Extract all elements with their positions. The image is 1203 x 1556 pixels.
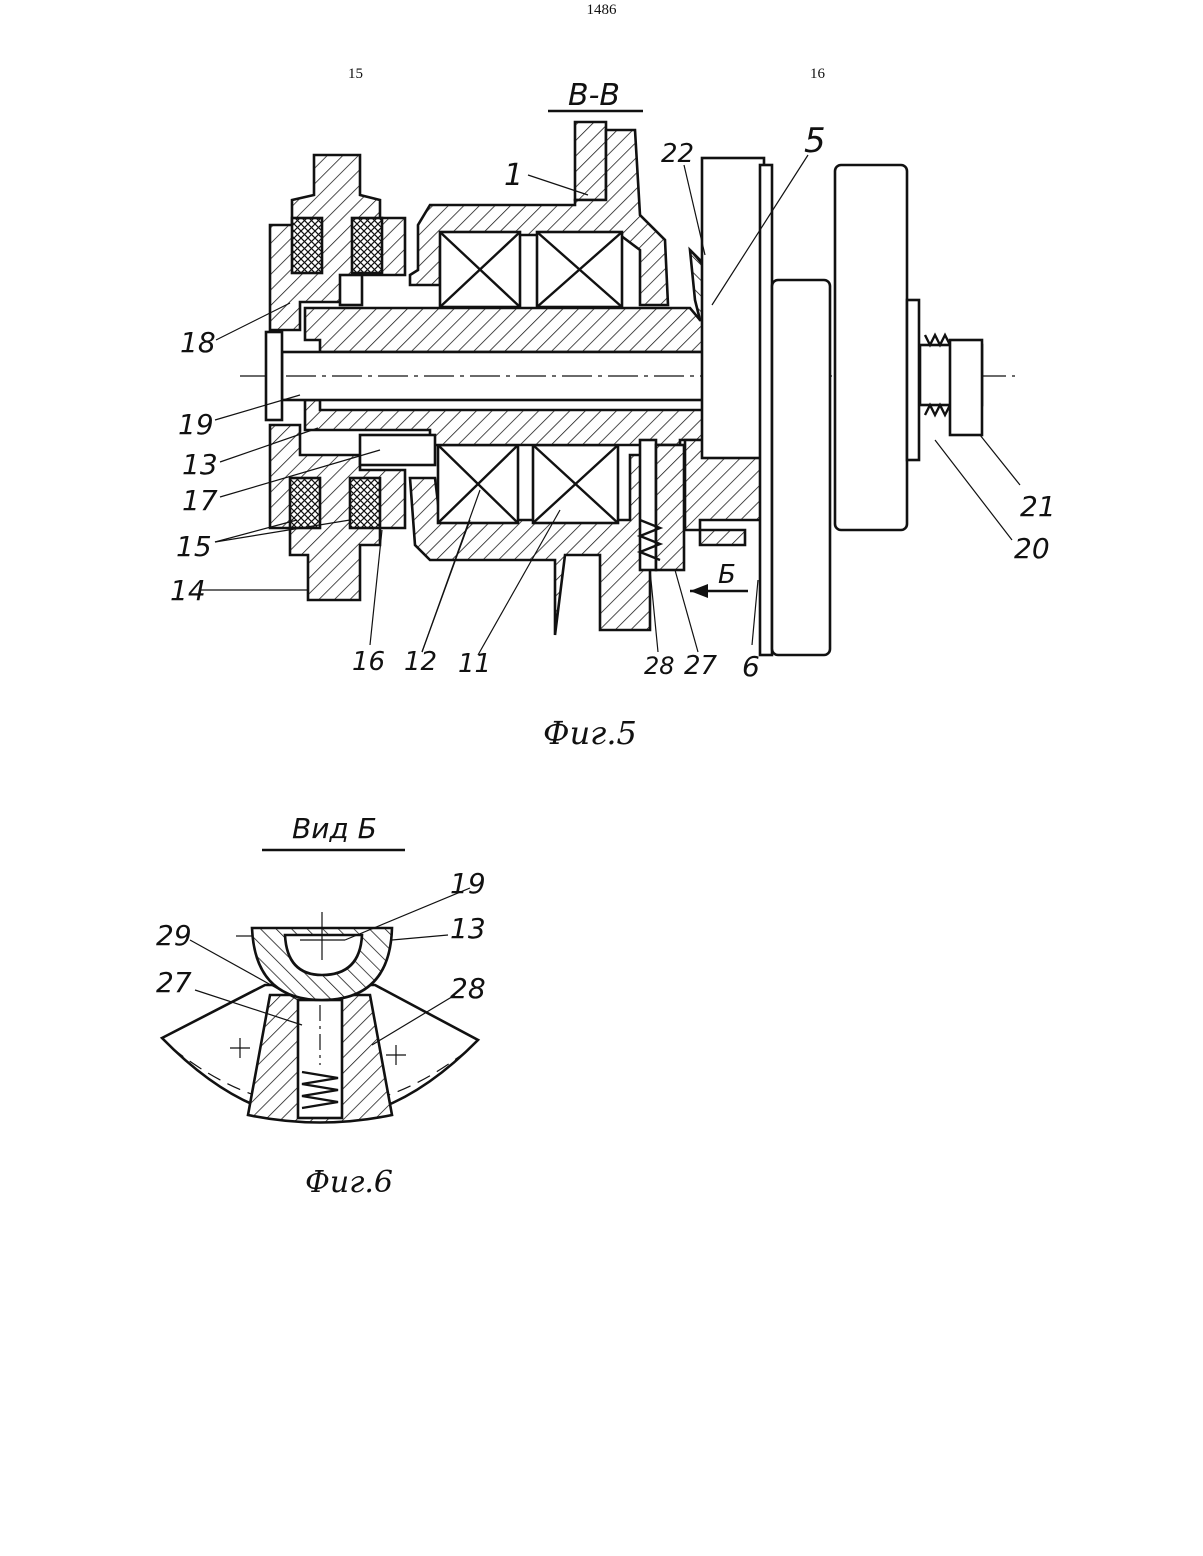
figure-5: В-В (170, 78, 1056, 752)
seal-bottom-right (350, 478, 380, 528)
spring-assembly (640, 440, 684, 570)
callout-1: 1 (504, 158, 523, 193)
callout-19: 19 (178, 408, 214, 441)
callout-27: 27 (684, 651, 718, 681)
callout-21: 21 (1020, 490, 1056, 523)
figure-6-caption: Фиг.6 (305, 1165, 393, 1200)
callout-17: 17 (182, 484, 218, 517)
view-label: Вид Б (292, 812, 377, 845)
figure-5-caption: Фиг.5 (543, 714, 637, 752)
callout-5: 5 (804, 121, 826, 161)
part-16 (340, 275, 362, 305)
callout-27: 27 (156, 966, 192, 999)
callout-18: 18 (180, 326, 216, 359)
callout-22: 22 (661, 139, 694, 169)
section-label: В-В (568, 78, 620, 113)
callout-13: 13 (450, 912, 486, 945)
callout-15: 15 (176, 530, 212, 563)
callout-12: 12 (404, 647, 437, 677)
callout-11: 11 (458, 649, 491, 679)
seal-top-right (352, 218, 382, 273)
callout-20: 20 (1014, 532, 1050, 565)
callout-14: 14 (170, 574, 206, 607)
seal-top-left (292, 218, 322, 273)
callout-19: 19 (450, 867, 486, 900)
callout-29: 29 (156, 919, 192, 952)
callout-16: 16 (352, 647, 385, 677)
grinding-discs (702, 158, 982, 655)
part-17 (360, 435, 435, 465)
view-arrow-label: Б (718, 560, 736, 590)
callout-6: 6 (742, 650, 760, 683)
callout-28: 28 (450, 972, 486, 1005)
callout-13: 13 (182, 448, 218, 481)
callout-28: 28 (644, 652, 675, 680)
figure-6: Вид Б 19 29 13 27 28 (156, 812, 486, 1200)
view-arrow-head (690, 584, 708, 598)
